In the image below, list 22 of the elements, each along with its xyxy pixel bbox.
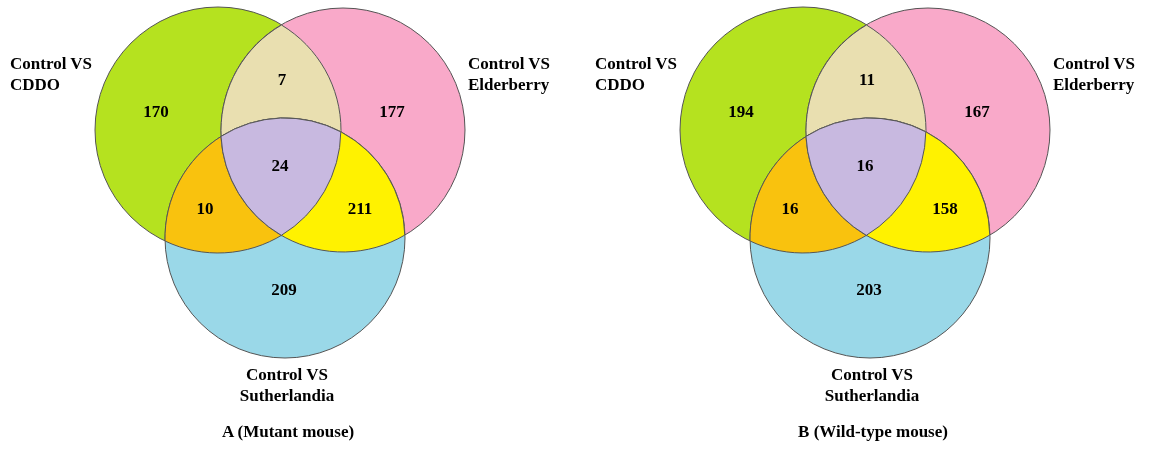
count-label: 7 (277, 70, 287, 90)
count-label: 203 (856, 280, 882, 300)
set-label: Control VS Sutherlandia (238, 364, 336, 406)
count-label: 209 (271, 280, 297, 300)
panel-caption: A (Mutant mouse) (221, 422, 355, 442)
set-label: Control VS Sutherlandia (823, 364, 921, 406)
count-label: 16 (781, 199, 799, 219)
count-label: 194 (728, 102, 754, 122)
count-label: 170 (143, 102, 169, 122)
count-label: 167 (964, 102, 990, 122)
panel-caption: B (Wild-type mouse) (798, 422, 948, 442)
set-label: Control VS Elderberry (1053, 53, 1137, 95)
count-label: 177 (379, 102, 405, 122)
count-label: 10 (196, 199, 214, 219)
set-label: Control VS CDDO (10, 53, 94, 95)
set-label: Control VS Elderberry (468, 53, 552, 95)
count-label: 211 (347, 199, 373, 219)
count-label: 158 (932, 199, 958, 219)
count-label: 11 (858, 70, 876, 90)
set-label: Control VS CDDO (595, 53, 679, 95)
count-label: 24 (271, 156, 289, 176)
count-label: 16 (856, 156, 874, 176)
